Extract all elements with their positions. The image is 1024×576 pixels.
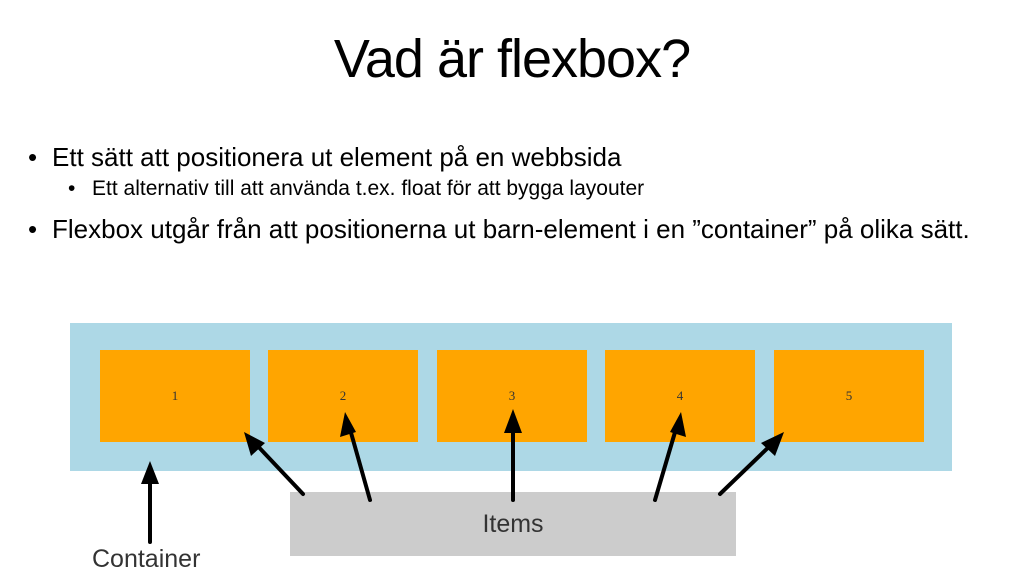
item-arrowhead-2 bbox=[340, 412, 356, 437]
item-arrow-4 bbox=[653, 420, 680, 502]
container-label: Container bbox=[92, 545, 201, 573]
sub-bullet-item: Ett alternativ till att använda t.ex. fl… bbox=[68, 176, 1008, 202]
item-arrow-5 bbox=[718, 438, 778, 496]
item-arrowhead-4 bbox=[670, 412, 686, 437]
items-label: Items bbox=[482, 509, 544, 538]
item-arrow-1 bbox=[250, 438, 305, 496]
flex-item-1: 1 bbox=[100, 350, 250, 442]
bullet-item: Ett sätt att positionera ut element på e… bbox=[28, 142, 1008, 172]
slide-title: Vad är flexbox? bbox=[333, 29, 691, 89]
item-arrowhead-1 bbox=[244, 432, 265, 456]
item-arrow-2 bbox=[346, 420, 372, 502]
item-arrowhead-5 bbox=[761, 432, 784, 456]
container-arrowhead bbox=[141, 461, 159, 484]
flex-item-5: 5 bbox=[774, 350, 924, 442]
bullet-list: Ett sätt att positionera ut element på e… bbox=[28, 142, 1008, 244]
item-arrowhead-3 bbox=[504, 409, 522, 433]
items-label-box: Items bbox=[290, 492, 736, 556]
bullet-item: Flexbox utgår från att positionerna ut b… bbox=[28, 214, 1008, 244]
